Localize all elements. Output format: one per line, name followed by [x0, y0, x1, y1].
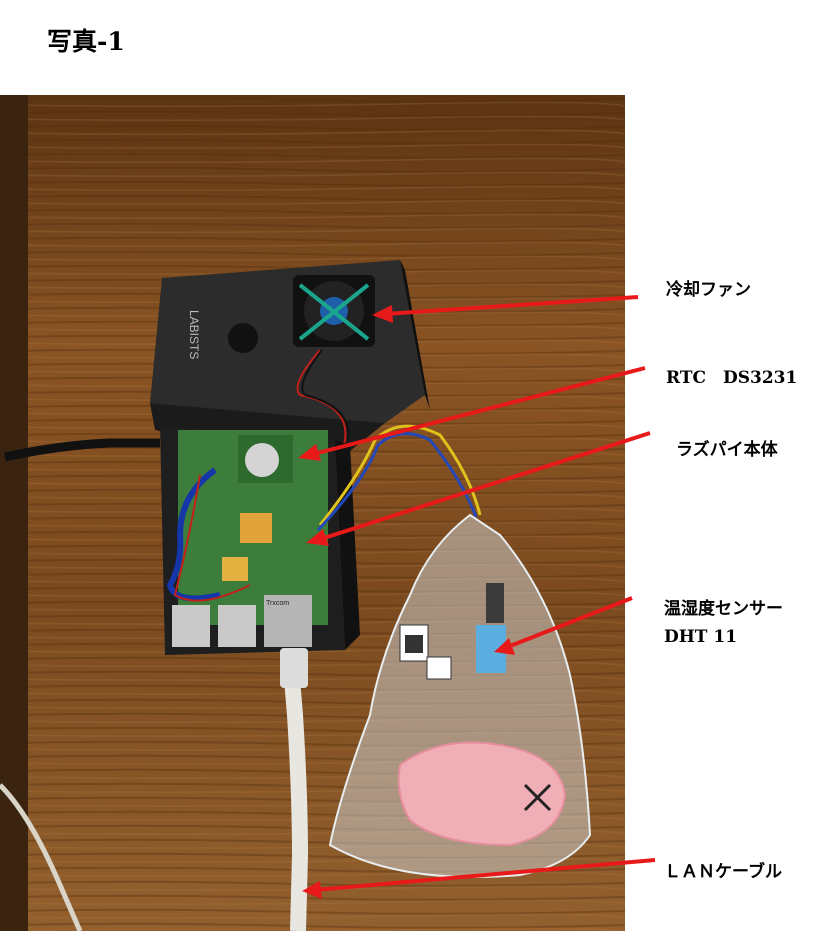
power-cable — [4, 438, 160, 462]
photo-illustration: LABISTS Trxcom — [0, 95, 625, 931]
label-sensor-line2: DHT 11 — [664, 627, 738, 647]
lan-cable — [282, 654, 309, 931]
label-rtc: RTC DS3231 — [666, 368, 798, 388]
photo: LABISTS Trxcom — [0, 95, 625, 931]
dht11-sensor — [476, 625, 506, 673]
rtc-battery — [245, 443, 279, 477]
page-title: 写真-1 — [47, 27, 125, 56]
case-base: Trxcom — [160, 425, 360, 655]
case-brand: LABISTS — [187, 310, 201, 359]
label-cooling-fan: 冷却ファン — [666, 280, 751, 300]
label-raspberry-pi: ラズパイ本体 — [676, 440, 778, 460]
port-brand: Trxcom — [266, 600, 289, 607]
label-sensor-line1: 温湿度センサー — [664, 599, 783, 619]
label-lan-cable: ＬＡＮケーブル — [664, 862, 782, 882]
cooling-fan — [293, 275, 375, 347]
